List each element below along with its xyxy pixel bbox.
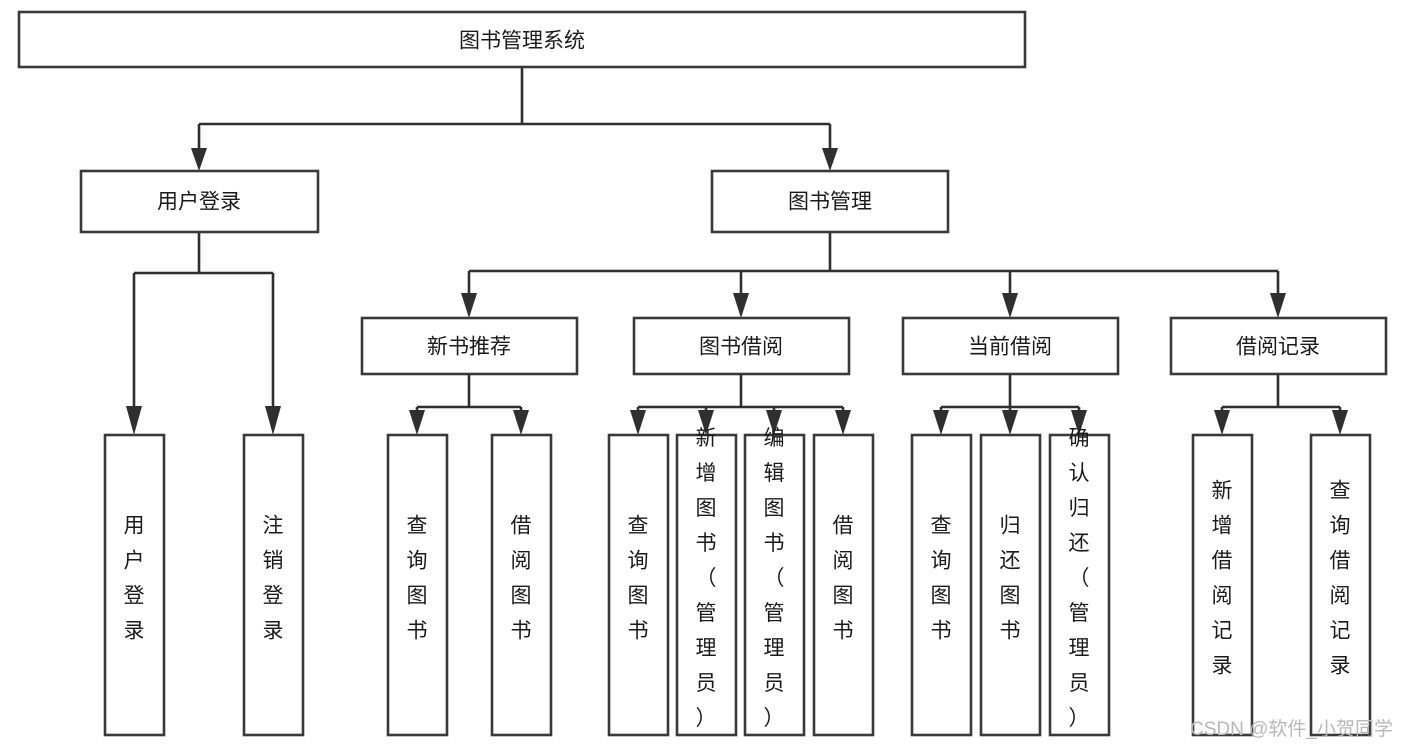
node-leaf-user-logout[interactable]: 注销登录 [242, 433, 305, 737]
node-leaf-confirm-return[interactable]: 确认归还（管理员） [1048, 427, 1111, 737]
node-leaf-add-book-label: 新增图书（管理员） [696, 427, 717, 730]
node-leaf-query-book-3[interactable]: 查询图书 [910, 433, 973, 737]
node-leaf-user-login-label: 用户登录 [124, 515, 145, 643]
node-leaf-query-book-3-label: 查询图书 [931, 515, 952, 643]
node-current-borrow[interactable]: 当前借阅 [901, 316, 1120, 376]
node-leaf-borrow-book-2-box[interactable] [812, 433, 875, 737]
arrow-head-leaf-edit-book [766, 410, 782, 435]
node-leaf-confirm-return-box[interactable] [1048, 433, 1111, 737]
arrow-head-leaf-query-record [1332, 410, 1348, 435]
node-leaf-user-login[interactable]: 用户登录 [103, 433, 166, 737]
node-leaf-borrow-book-2[interactable]: 借阅图书 [812, 433, 875, 737]
arrow-head-leaf-query-book-1 [409, 410, 425, 435]
node-book-borrow-box[interactable] [632, 316, 851, 376]
node-leaf-query-book-2-box[interactable] [607, 433, 670, 737]
node-new-book-recommend-label: 新书推荐 [427, 336, 511, 359]
node-leaf-query-book-1-box[interactable] [386, 433, 449, 737]
node-user-login[interactable]: 用户登录 [79, 169, 320, 234]
node-leaf-query-book-3-box[interactable] [910, 433, 973, 737]
arrow-head-leaf-query-book-2 [630, 410, 646, 435]
node-book-borrow-label: 图书借阅 [699, 336, 783, 359]
arrow-head-leaf-confirm-return [1071, 410, 1087, 435]
node-leaf-add-book-box[interactable] [675, 433, 738, 737]
node-borrow-record-box[interactable] [1169, 316, 1388, 376]
node-leaf-return-book-box[interactable] [979, 433, 1042, 737]
node-leaf-borrow-book-1[interactable]: 借阅图书 [490, 433, 553, 737]
node-current-borrow-box[interactable] [901, 316, 1120, 376]
arrow-head-book-borrow [733, 293, 749, 318]
arrow-head-leaf-query-book-3 [933, 410, 949, 435]
node-leaf-query-book-1-label: 查询图书 [407, 515, 428, 643]
node-root-label: 图书管理系统 [459, 30, 585, 53]
node-book-borrow[interactable]: 图书借阅 [632, 316, 851, 376]
node-leaf-edit-book-label: 编辑图书（管理员） [764, 427, 785, 730]
node-leaf-add-book[interactable]: 新增图书（管理员） [675, 427, 738, 737]
node-book-management-box[interactable] [710, 169, 950, 234]
arrow-head-leaf-return-book [1002, 410, 1018, 435]
node-leaf-query-record[interactable]: 查询借阅记录 [1309, 433, 1372, 737]
node-leaf-add-record-label: 新增借阅记录 [1212, 480, 1233, 678]
arrow-head-borrow-record [1270, 293, 1286, 318]
node-new-book-recommend[interactable]: 新书推荐 [360, 316, 579, 376]
node-leaf-query-record-box[interactable] [1309, 433, 1372, 737]
node-new-book-recommend-box[interactable] [360, 316, 579, 376]
node-user-login-box[interactable] [79, 169, 320, 234]
node-leaf-user-logout-box[interactable] [242, 433, 305, 737]
arrow-head-current-borrow [1002, 293, 1018, 318]
connector-layer [126, 67, 1348, 435]
node-leaf-user-login-box[interactable] [103, 433, 166, 737]
node-leaf-query-record-label: 查询借阅记录 [1330, 480, 1351, 678]
node-leaf-add-record-box[interactable] [1191, 433, 1254, 737]
node-leaf-user-logout-label: 注销登录 [263, 515, 284, 643]
node-leaf-edit-book[interactable]: 编辑图书（管理员） [743, 427, 806, 737]
node-book-management[interactable]: 图书管理 [710, 169, 950, 234]
node-leaf-confirm-return-label: 确认归还（管理员） [1069, 427, 1090, 730]
node-leaf-add-record[interactable]: 新增借阅记录 [1191, 433, 1254, 737]
node-root[interactable]: 图书管理系统 [17, 10, 1027, 69]
node-leaf-return-book-label: 归还图书 [1000, 515, 1021, 643]
arrow-head-leaf-borrow-book-1 [513, 410, 529, 435]
node-borrow-record[interactable]: 借阅记录 [1169, 316, 1388, 376]
arrow-head-leaf-user-login [126, 406, 142, 435]
node-root-box[interactable] [17, 10, 1027, 69]
node-leaf-edit-book-box[interactable] [743, 433, 806, 737]
arrow-head-leaf-add-record [1214, 410, 1230, 435]
node-leaf-query-book-2[interactable]: 查询图书 [607, 433, 670, 737]
node-leaf-borrow-book-2-label: 借阅图书 [833, 515, 854, 643]
arrow-head-book-management [822, 148, 838, 171]
arrow-head-leaf-borrow-book-2 [835, 410, 851, 435]
node-leaf-borrow-book-1-label: 借阅图书 [511, 515, 532, 643]
node-user-login-label: 用户登录 [157, 191, 241, 214]
arrow-head-user-login [191, 148, 207, 171]
arrow-head-leaf-add-book [698, 410, 714, 435]
csdn-watermark: CSDN @软件_小贺同学 [1190, 718, 1393, 740]
node-leaf-query-book-1[interactable]: 查询图书 [386, 433, 449, 737]
node-leaf-return-book[interactable]: 归还图书 [979, 433, 1042, 737]
arrow-head-leaf-user-logout [265, 406, 281, 435]
node-current-borrow-label: 当前借阅 [968, 336, 1052, 359]
node-borrow-record-label: 借阅记录 [1236, 336, 1320, 359]
node-book-management-label: 图书管理 [788, 191, 872, 214]
arrow-head-new-book-recommend [461, 293, 477, 318]
node-leaf-borrow-book-1-box[interactable] [490, 433, 553, 737]
node-leaf-query-book-2-label: 查询图书 [628, 515, 649, 643]
